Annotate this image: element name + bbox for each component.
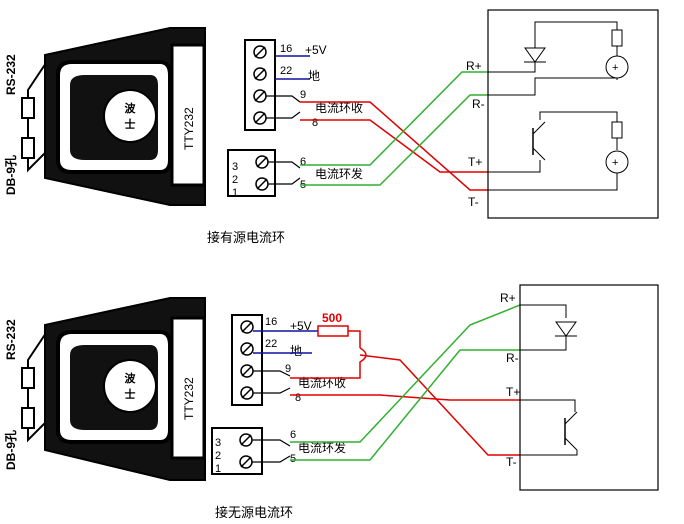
- svg-text:地: 地: [290, 344, 302, 358]
- top-device-label: TTY232: [182, 107, 196, 150]
- bottom-send-label: 电流环发: [298, 440, 346, 455]
- svg-text:士: 士: [125, 387, 136, 401]
- bottom-recv-label: 电流环收: [298, 376, 346, 390]
- top-recv-label: 电流环收: [315, 101, 363, 115]
- top-caption: 接有源电流环: [207, 230, 285, 246]
- top-device-box: R+ R- T+ T- + +: [466, 9, 659, 219]
- top-source-icon: [605, 55, 629, 79]
- bottom-wire-5: [290, 349, 520, 461]
- svg-text:3: 3: [232, 161, 238, 173]
- bottom-wire-6: [290, 304, 521, 443]
- svg-text:T-: T-: [506, 455, 517, 469]
- svg-text:T+: T+: [506, 385, 520, 399]
- bottom-wire-8: [290, 394, 520, 401]
- top-logo-circle: [103, 89, 157, 143]
- bottom-device-box: R+ R- T+ T-: [500, 284, 659, 491]
- top-converter: RS-232 DB-9孔 波 士 TTY232 3 2 1 16: [4, 27, 488, 206]
- svg-text:波: 波: [125, 371, 137, 385]
- bottom-db9-label: DB-9孔: [4, 430, 18, 470]
- svg-text:3: 3: [215, 437, 221, 449]
- top-terminal-block: [244, 39, 276, 131]
- svg-text:5: 5: [290, 453, 296, 465]
- bottom-resistor-500: [317, 325, 349, 337]
- svg-text:1: 1: [215, 463, 221, 475]
- top-wire-5: [300, 94, 488, 186]
- svg-text:2: 2: [232, 174, 238, 186]
- svg-text:R-: R-: [472, 97, 485, 111]
- top-wire-6: [300, 71, 488, 166]
- bottom-device-label: TTY232: [182, 377, 196, 420]
- svg-text:R+: R+: [466, 59, 482, 73]
- bottom-converter: RS-232 DB-9孔 波 士 TTY232 3 2 1 16 +5V 22 …: [4, 297, 521, 481]
- svg-text:士: 士: [125, 117, 136, 131]
- bottom-caption: 接无源电流环: [215, 505, 293, 521]
- top-resistor-icon: [611, 29, 623, 47]
- svg-text:6: 6: [290, 429, 296, 441]
- svg-text:9: 9: [300, 89, 306, 101]
- svg-text:9: 9: [285, 363, 291, 375]
- svg-text:16: 16: [265, 316, 277, 328]
- svg-text:8: 8: [312, 117, 318, 129]
- svg-text:+5V: +5V: [305, 43, 327, 57]
- svg-text:R+: R+: [500, 291, 516, 305]
- bottom-rs232-label: RS-232: [4, 319, 18, 360]
- svg-text:+5V: +5V: [290, 319, 312, 333]
- svg-text:地: 地: [308, 69, 320, 83]
- svg-text:2: 2: [215, 450, 221, 462]
- svg-text:+: +: [612, 157, 618, 169]
- bottom-wire-9: [359, 354, 520, 456]
- bottom-terminal-block-lower: [211, 427, 263, 475]
- svg-text:6: 6: [300, 156, 306, 168]
- svg-text:22: 22: [280, 65, 292, 77]
- bottom-diode-icon: [555, 321, 577, 337]
- svg-text:1: 1: [232, 187, 238, 199]
- bottom-logo-circle: [103, 359, 157, 413]
- svg-text:T+: T+: [468, 155, 482, 169]
- top-wire-8: [300, 119, 488, 173]
- top-diode-icon: [524, 47, 546, 63]
- svg-text:T-: T-: [468, 195, 479, 209]
- svg-text:8: 8: [295, 392, 301, 404]
- top-db9-label: DB-9孔: [4, 155, 18, 195]
- top-send-label: 电流环发: [315, 166, 363, 181]
- top-logo-text: 波: [125, 101, 137, 115]
- svg-text:16: 16: [280, 43, 292, 55]
- svg-text:500: 500: [322, 311, 342, 325]
- top-rs232-label: RS-232: [4, 54, 18, 95]
- svg-text:+: +: [612, 62, 618, 74]
- svg-text:22: 22: [265, 338, 277, 350]
- svg-text:R-: R-: [506, 351, 519, 365]
